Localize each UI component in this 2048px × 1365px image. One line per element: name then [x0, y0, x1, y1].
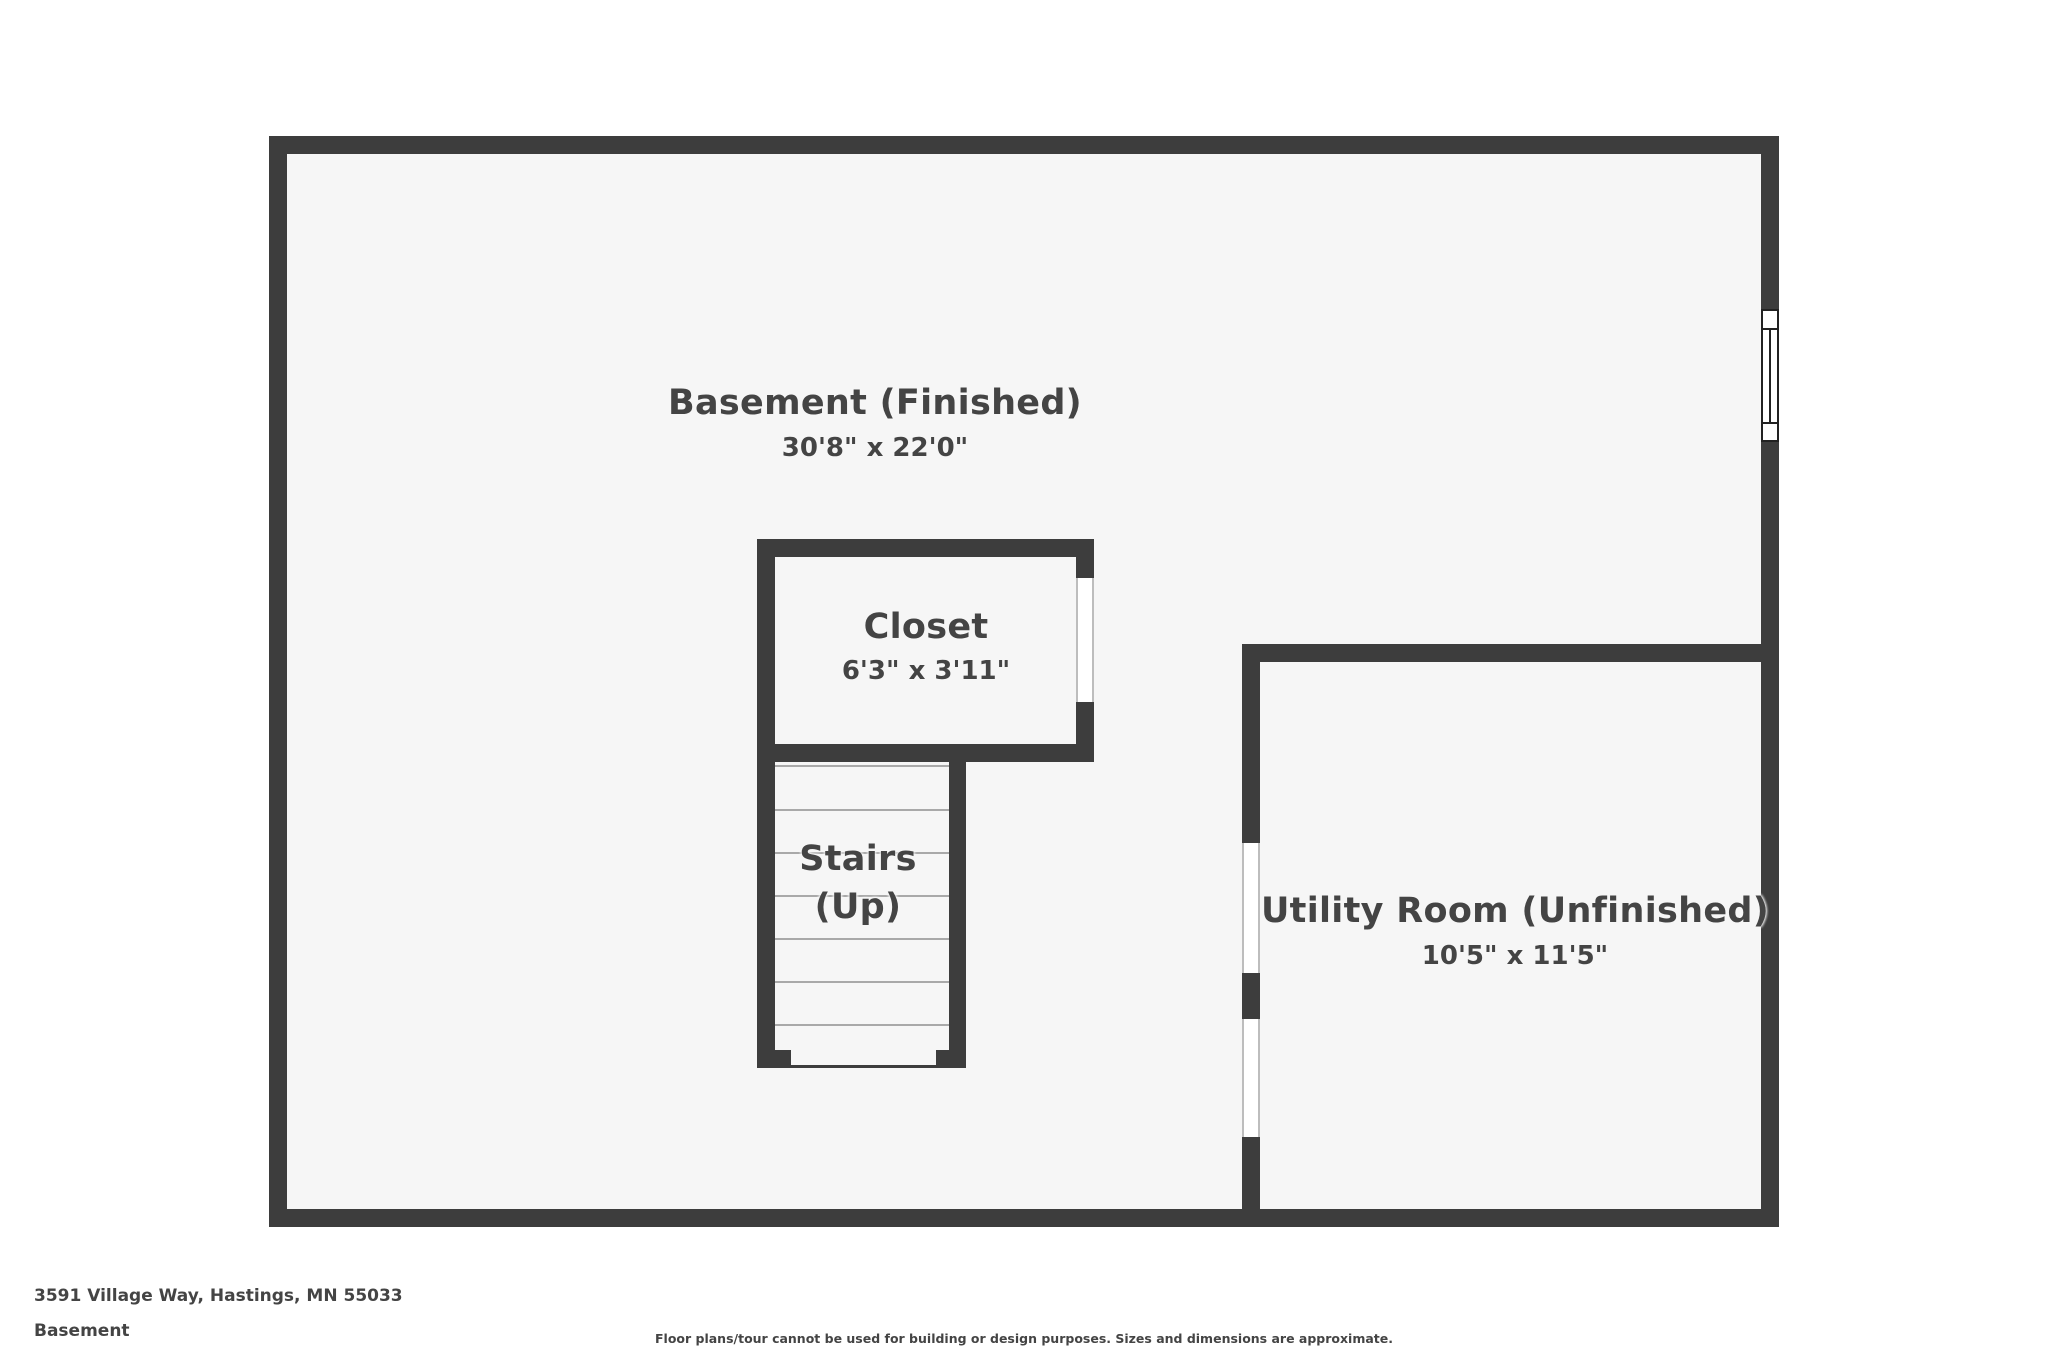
stairs-wall-left [757, 745, 775, 1068]
stairs-corner-left [757, 1050, 791, 1068]
stairs-corner-right [936, 1050, 966, 1068]
room-name-stairs-line1: Stairs [799, 839, 917, 879]
utility-wall-top [1242, 644, 1779, 662]
outer-wall-right [1761, 136, 1779, 1227]
stairs-wall-right [949, 745, 966, 1068]
closet-wall-top [757, 539, 1094, 557]
room-name-stairs-line2: (Up) [814, 887, 902, 927]
stair-step [775, 1024, 949, 1026]
stair-step [775, 895, 949, 897]
utility-door-opening-lower[interactable] [1242, 1019, 1260, 1137]
room-name-utility: Utility Room (Unfinished) [1260, 891, 1770, 931]
basement-floor [269, 136, 1779, 1227]
room-dimensions-basement: 30'8" x 22'0" [781, 433, 969, 463]
closet-wall-left [757, 539, 775, 762]
outer-wall-bottom [269, 1209, 1779, 1227]
room-name-basement: Basement (Finished) [668, 383, 1082, 423]
room-name-closet: Closet [863, 607, 989, 647]
stair-step [775, 809, 949, 811]
stair-step [775, 852, 949, 854]
outer-wall-top [269, 136, 1779, 154]
stair-step [775, 981, 949, 983]
stair-step [775, 765, 949, 767]
stair-step [775, 938, 949, 940]
floor-name: Basement [34, 1321, 130, 1341]
room-dimensions-utility: 10'5" x 11'5" [1421, 941, 1609, 971]
closet-door-opening[interactable] [1076, 578, 1094, 702]
stairs-bottom-line [791, 1065, 936, 1068]
room-dimensions-closet: 6'3" x 3'11" [841, 656, 1011, 686]
outer-wall-left [269, 136, 287, 1227]
disclaimer: Floor plans/tour cannot be used for buil… [655, 1331, 1393, 1346]
property-address: 3591 Village Way, Hastings, MN 55033 [34, 1286, 403, 1306]
utility-door-opening-upper[interactable] [1242, 843, 1260, 973]
stairs-wall-top [757, 745, 966, 762]
window [1761, 309, 1779, 442]
